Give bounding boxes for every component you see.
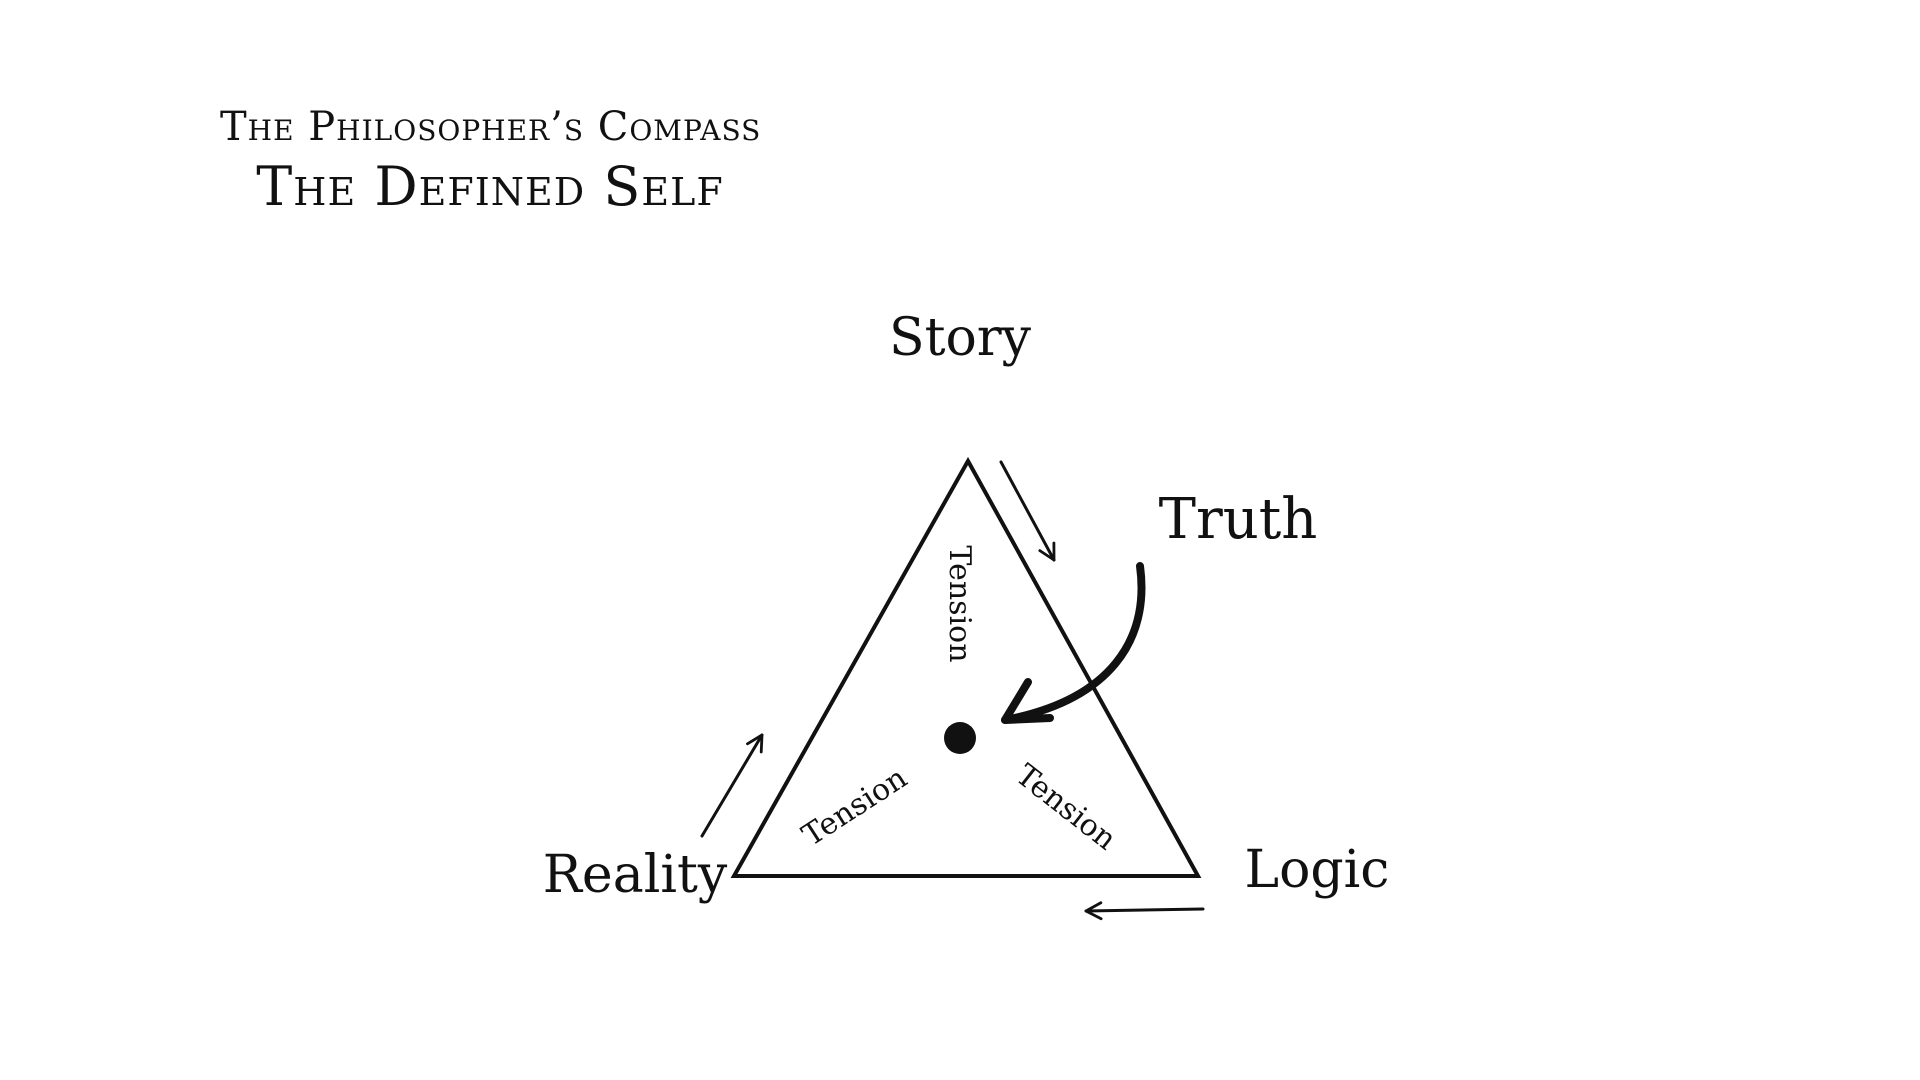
diagram-subtitle: The Philosopher’s Compass bbox=[220, 104, 762, 150]
vertex-label-reality: Reality bbox=[543, 845, 728, 905]
tension-label-left: Tension bbox=[796, 760, 913, 853]
tension-label-upper: Tension bbox=[942, 545, 977, 662]
tension-label-right: Tension bbox=[1009, 758, 1123, 858]
vertex-label-logic: Logic bbox=[1245, 840, 1390, 900]
title-block: The Philosopher’s Compass The Defined Se… bbox=[220, 100, 760, 220]
compass-triangle bbox=[730, 456, 1202, 878]
diagram-title: The Defined Self bbox=[256, 155, 724, 218]
center-dot bbox=[944, 722, 976, 754]
truth-arrowhead-icon bbox=[1001, 678, 1054, 724]
truth-pointer-arrow bbox=[1001, 562, 1146, 724]
cycle-arrow-reality-to-story bbox=[700, 733, 764, 838]
vertex-label-story: Story bbox=[889, 308, 1032, 368]
cycle-arrow-logic-to-reality bbox=[1084, 901, 1205, 921]
truth-label: Truth bbox=[1159, 487, 1318, 552]
cycle-arrow-story-to-logic bbox=[999, 460, 1056, 562]
